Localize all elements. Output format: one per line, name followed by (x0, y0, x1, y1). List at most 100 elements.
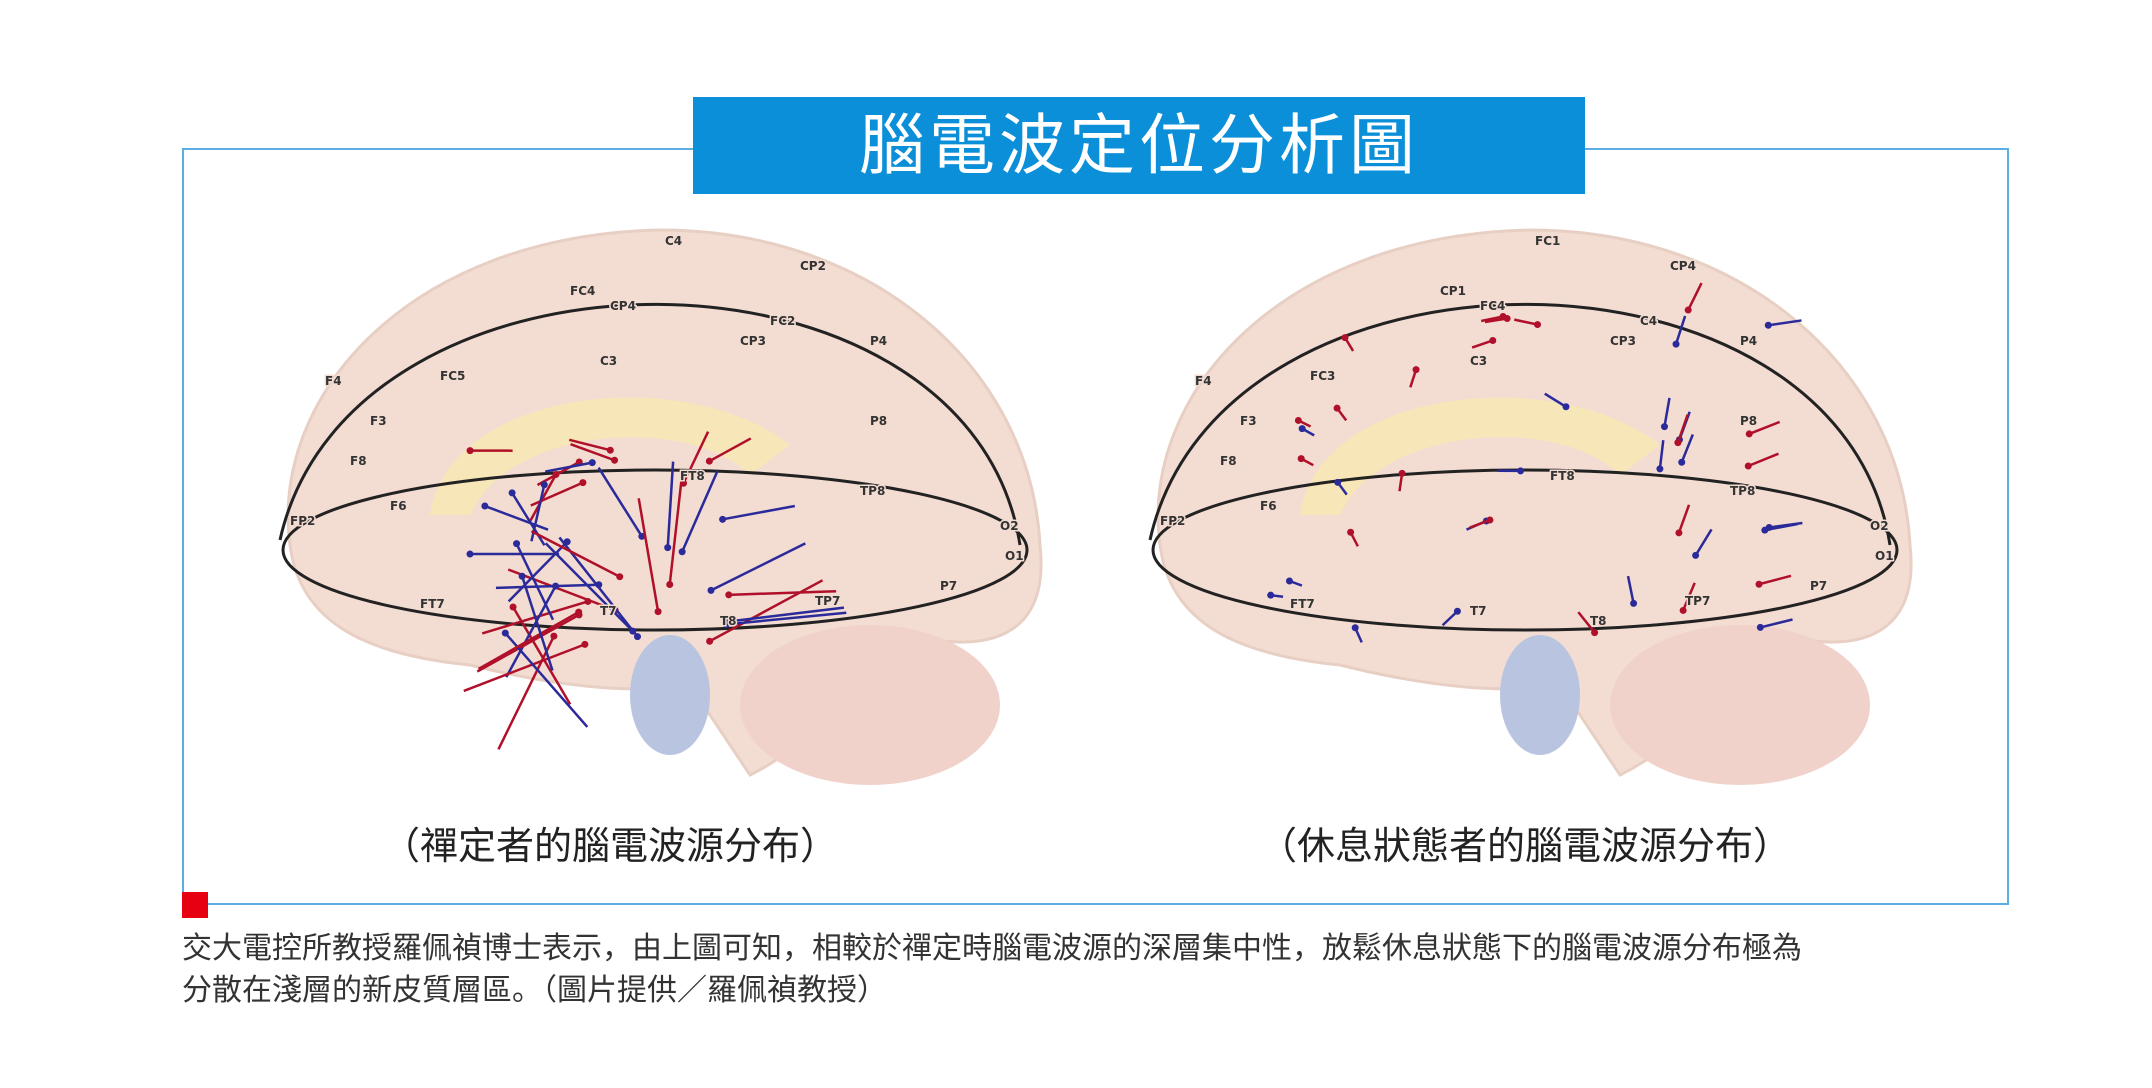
dipole-point (1412, 366, 1420, 374)
panel-caption-meditation: （禪定者的腦電波源分布） (381, 824, 838, 868)
electrode-label: FC1 (1535, 234, 1560, 248)
dipole-source (1469, 518, 1491, 529)
brainstem (630, 635, 710, 755)
dipole-source (682, 431, 710, 484)
dipole-source (529, 473, 558, 522)
dipole-source (505, 585, 557, 678)
dipole-source (520, 575, 554, 671)
dipole-source (1768, 521, 1803, 529)
electrode-label: F3 (1240, 414, 1257, 428)
caption-line-2: 分散在淺層的新皮質層區。（圖片提供／羅佩禎教授） (182, 973, 887, 1008)
dipole-point (518, 572, 526, 580)
dipole-source (1687, 282, 1703, 311)
dipole-point (1562, 403, 1570, 411)
dipole-point (1489, 336, 1497, 344)
dipole-point (466, 447, 474, 455)
electrode-label: C3 (1470, 354, 1487, 368)
electrode-label: O2 (1000, 519, 1019, 533)
dipole-source (722, 504, 796, 521)
electrode-label: TP7 (1685, 594, 1710, 608)
dipole-point (707, 586, 715, 594)
electrode-label: TP8 (860, 484, 885, 498)
electrode-label: F6 (390, 499, 407, 513)
electrode-label: CP1 (1440, 284, 1466, 298)
dipole-point (1679, 606, 1687, 614)
dipole-source (504, 632, 589, 728)
dipole-source (1674, 315, 1687, 345)
dipole-point (1453, 607, 1461, 615)
dipole-point (1764, 321, 1772, 329)
electrode-label: P4 (870, 334, 887, 348)
electrode-label: FT8 (1550, 469, 1575, 483)
dipole-point (1765, 523, 1773, 531)
dipole-source (507, 540, 569, 603)
dipole-source (681, 470, 719, 553)
dipole-point (611, 456, 619, 464)
dipole-point (1533, 321, 1541, 329)
electrode-label: T7 (1470, 604, 1487, 618)
dipole-source (484, 504, 549, 531)
electrode-label: FP2 (290, 514, 315, 528)
dipole-point (1351, 624, 1359, 632)
panel-caption-resting: （休息狀態者的腦電波源分布） (1258, 824, 1791, 868)
dipole-source (1658, 440, 1665, 470)
dipole-point (1675, 529, 1683, 537)
dipole-point (1517, 467, 1525, 475)
dipole-point (706, 637, 714, 645)
electrode-label: FT7 (420, 597, 445, 611)
electrode-ring (1151, 468, 1899, 632)
dipole-point (584, 597, 592, 605)
dipole-point (1660, 423, 1668, 431)
dipole-point (1294, 416, 1302, 424)
dipole-point (1656, 465, 1664, 473)
dipole-point (1297, 455, 1305, 463)
dipole-source (507, 568, 616, 612)
dipole-point (616, 573, 624, 581)
dipole-point (509, 603, 517, 611)
dipole-point (1347, 528, 1355, 536)
dipole-source (1663, 397, 1671, 427)
dipole-point (1684, 306, 1692, 314)
dipole-point (719, 515, 727, 523)
dipole-point (1267, 591, 1275, 599)
electrode-label: F4 (1195, 374, 1212, 388)
dipole-source (1760, 618, 1793, 629)
dipole-source (1513, 318, 1538, 326)
dipole-point (1756, 623, 1764, 631)
electrode-label: P8 (870, 414, 887, 428)
dipole-source (637, 498, 660, 612)
brainstem (1500, 635, 1580, 755)
electrode-label: T8 (1590, 614, 1607, 628)
dipole-point (705, 457, 713, 465)
dipole-source (725, 606, 845, 624)
dipole-source (1544, 392, 1567, 408)
electrode-label: P8 (1740, 414, 1757, 428)
dipole-point (725, 591, 733, 599)
dipole-point (1745, 430, 1753, 438)
electrode-label: F6 (1260, 499, 1277, 513)
dipole-point (1341, 334, 1349, 342)
dipole-point (1672, 340, 1680, 348)
dipole-point (1755, 580, 1763, 588)
dipole-source (530, 530, 621, 578)
dipole-point (721, 618, 729, 626)
dipole-source (1471, 339, 1494, 349)
dipole-point (1630, 599, 1638, 607)
dipole-source (463, 643, 586, 693)
dipole-point (1486, 516, 1494, 524)
dipole-point (1334, 478, 1342, 486)
dipole-source (710, 542, 806, 592)
figure-title: 腦電波定位分析圖 (693, 97, 1585, 194)
electrode-label: CP4 (1670, 259, 1696, 273)
dipole-source (1626, 575, 1635, 604)
cerebellum (740, 625, 1000, 785)
dipole-point (540, 481, 548, 489)
dipole-point (1298, 425, 1306, 433)
dipole-source (666, 461, 675, 548)
dipole-point (501, 629, 509, 637)
electrode-label: CP3 (740, 334, 766, 348)
dipole-point (1591, 629, 1599, 637)
dipole-point (466, 550, 474, 558)
dipole-point (606, 446, 614, 454)
dipole-point (1744, 462, 1752, 470)
